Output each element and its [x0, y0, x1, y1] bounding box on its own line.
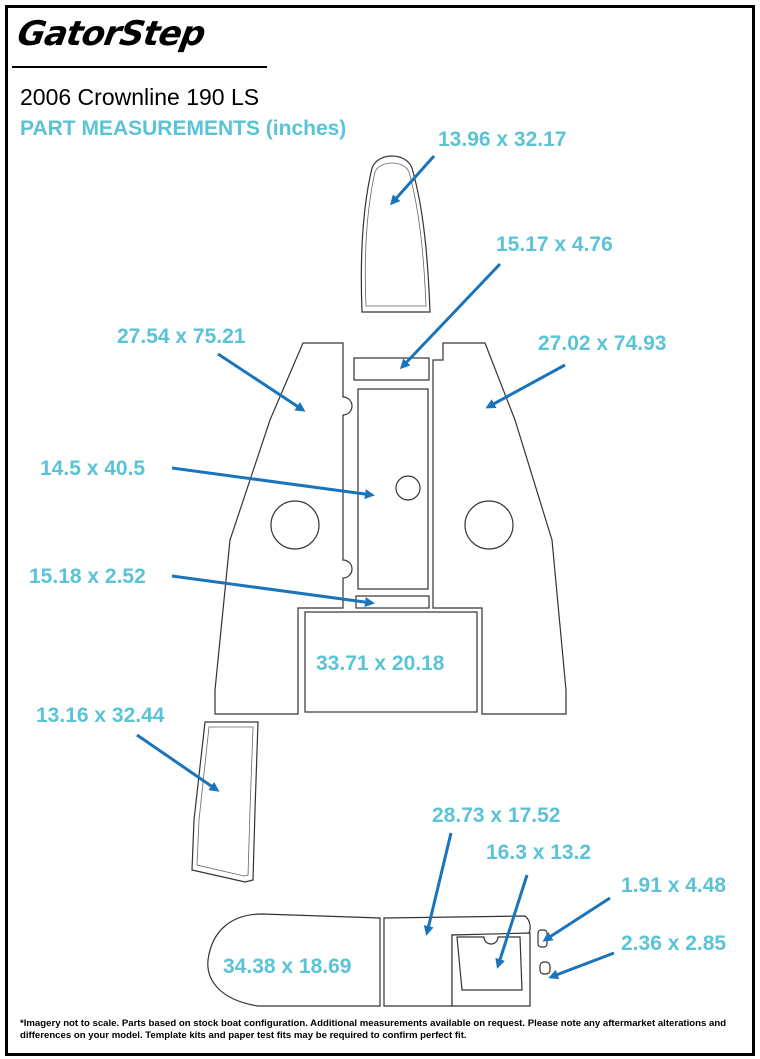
label-cockpit-floor: 33.71 x 20.18: [316, 652, 445, 675]
label-swim-right: 16.3 x 13.2: [486, 841, 592, 864]
label-swim-left: 34.38 x 18.69: [223, 955, 352, 978]
page-title: 2006 Crownline 190 LS: [20, 84, 260, 110]
label-small-a: 1.91 x 4.48: [621, 874, 727, 897]
part-bow-pad: [360, 155, 431, 313]
label-swim-center: 28.73 x 17.52: [432, 804, 561, 827]
part-swim-inset: [456, 936, 523, 991]
label-center-strip: 15.18 x 2.52: [29, 565, 146, 588]
label-left-deck: 27.54 x 75.21: [117, 325, 246, 348]
label-center-long: 14.5 x 40.5: [40, 457, 146, 480]
page-frame: [5, 5, 755, 1056]
part-side-pad: [191, 721, 259, 883]
part-swim-left: [207, 913, 381, 1007]
part-center-top: [353, 357, 430, 381]
label-bow-pad: 13.96 x 32.17: [438, 128, 567, 151]
part-right-cupholder: [464, 500, 514, 550]
label-small-b: 2.36 x 2.85: [621, 932, 727, 955]
disclaimer-footnote: *Imagery not to scale. Parts based on st…: [20, 1018, 727, 1041]
page-subtitle: PART MEASUREMENTS (inches): [20, 117, 347, 140]
logo-divider: [12, 66, 267, 68]
label-center-top: 15.17 x 4.76: [496, 233, 613, 256]
part-center-hole: [395, 475, 421, 501]
part-cockpit-floor: [304, 611, 478, 713]
part-left-cupholder: [270, 500, 320, 550]
label-right-deck: 27.02 x 74.93: [538, 332, 667, 355]
part-small-b: [539, 961, 551, 975]
label-side-pad: 13.16 x 32.44: [36, 704, 165, 727]
